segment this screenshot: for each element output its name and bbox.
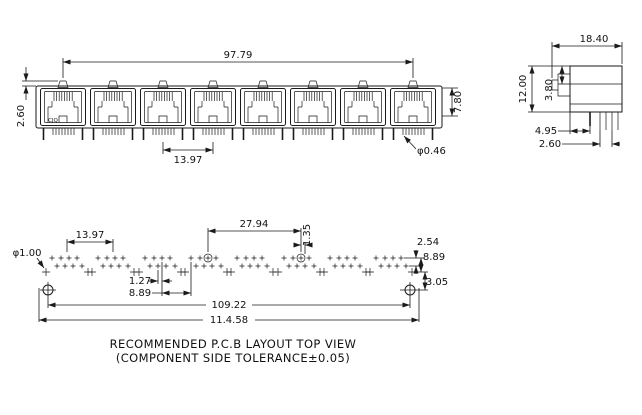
caption: RECOMMENDED P.C.B LAYOUT TOP VIEW (COMPO… [110,337,357,365]
dim-label: 12.00 [518,75,529,104]
front-ports [40,80,436,126]
dim-front-pin-diameter: φ0.46 [403,135,446,157]
dim-front-overall-width: 97.79 [62,50,414,78]
dim-pcb-mount-span: 109.22 [48,300,410,311]
dim-pcb-row-offset: 1.35 [293,224,313,254]
dim-label: 8.89 [423,252,445,263]
dim-label: 4.95 [535,126,557,137]
side-body-details [570,83,622,105]
dim-label: 13.97 [174,155,203,166]
dim-label: 2.54 [417,237,439,248]
dim-pcb-overall: 11.4.58 [38,288,420,326]
dim-side-depth: 18.40 [551,34,623,78]
dim-label: φ0.46 [417,146,446,157]
dim-front-body-height: 7.80 [442,87,464,117]
dim-label: 109.22 [212,300,247,311]
side-body-outline [569,65,623,113]
dim-pcb-3-05: 3.05 [422,272,448,290]
dim-label: 1.27 [129,276,151,287]
dim-front-tab-height: 2.60 [16,67,58,127]
dim-pcb-8-89-right: 8.89 [415,252,445,273]
dim-front-pitch: 13.97 [162,142,214,166]
front-pins [42,127,434,141]
dim-label: 27.94 [240,219,269,230]
dim-pcb-double-pitch: 27.94 [207,219,302,252]
side-pins [589,112,619,130]
dim-label: 7.80 [453,91,464,113]
dim-label: φ1.00 [13,248,42,259]
caption-line-2: (COMPONENT SIDE TOLERANCE±0.05) [116,351,350,365]
dim-label: 2.60 [16,105,27,127]
dim-label: 11.4.58 [210,315,248,326]
dim-label: 97.79 [224,50,253,61]
dim-label: 3.05 [426,277,448,288]
dim-label: 13.97 [76,230,105,241]
dim-pcb-8-89-bottom: 8.89 [129,262,192,299]
dim-label: 1.35 [302,224,313,246]
dim-label: 2.60 [539,139,561,150]
pcb-mounting-holes [40,282,428,308]
dim-pcb-pitch: 13.97 [66,230,114,252]
side-view: 18.40 12.00 3.80 4.95 2.60 [518,34,623,150]
dim-label: 8.89 [129,288,151,299]
dim-label: 18.40 [580,34,609,45]
dim-side-pin-offset-front: 4.95 [535,112,591,137]
caption-line-1: RECOMMENDED P.C.B LAYOUT TOP VIEW [110,337,357,351]
front-body-outline [35,85,443,129]
pcb-layout-view: 13.97 27.94 1.35 2.54 8.89 3.05 [13,219,449,326]
front-view: CJQ 97.79 2.60 7.80 13.97 φ0.46 [16,50,464,166]
pcb-pin-clusters [41,253,417,277]
dim-side-pin-pitch: 2.60 [539,130,620,150]
dim-label: 3.80 [544,79,555,101]
dim-side-inner-height: 3.80 [544,66,570,101]
dim-pcb-hole-diameter: φ1.00 [13,248,45,269]
brand-logo: CJQ [48,118,58,124]
reference-hole-circle [203,253,213,263]
dim-pcb-1-27: 1.27 [129,262,172,296]
dim-side-height: 12.00 [518,65,570,113]
reference-hole-circle [296,253,306,263]
